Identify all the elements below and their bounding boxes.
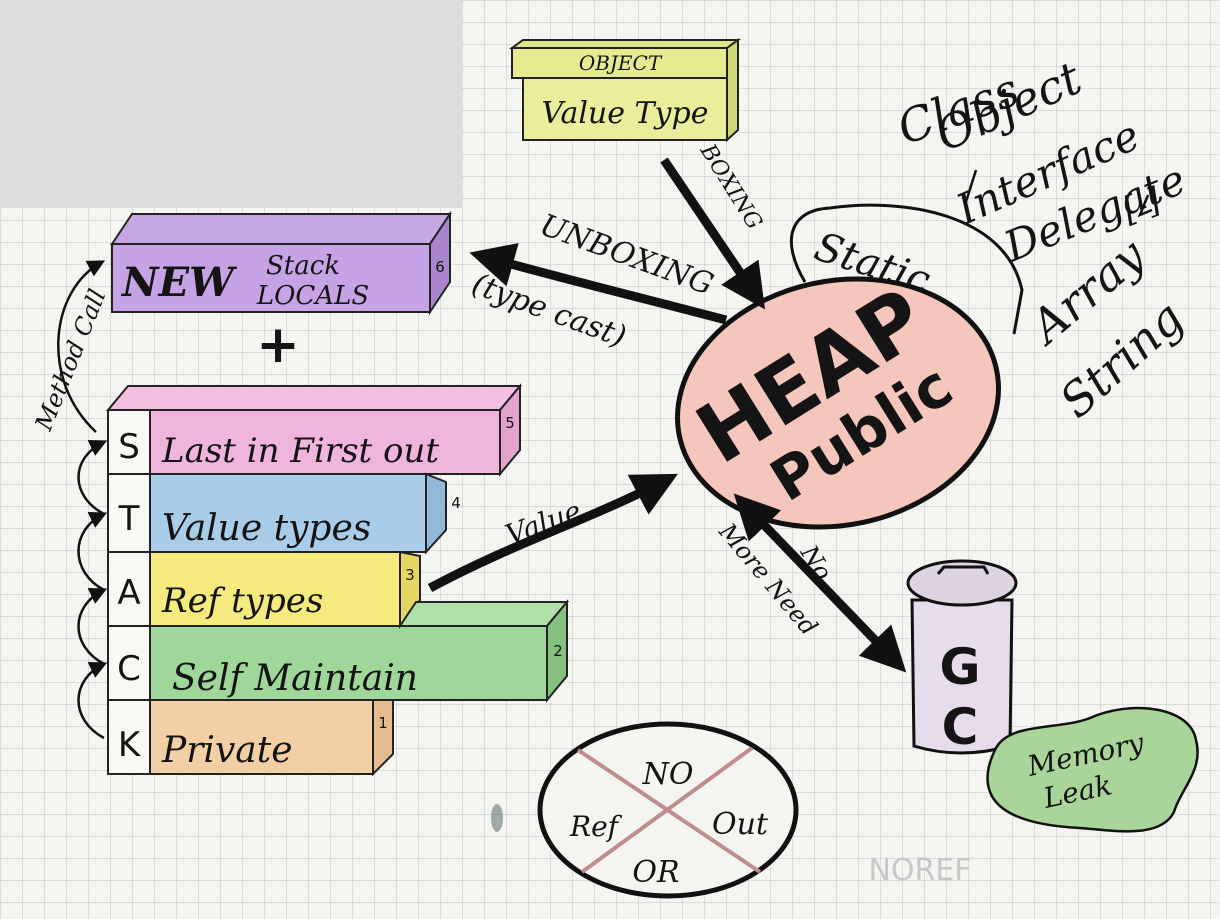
value-type-label: Value Type <box>542 96 709 131</box>
stack-row-text-2: Value types <box>162 508 371 549</box>
stack-letter-t: T <box>118 499 140 539</box>
stack-row-text-3: Ref types <box>161 581 323 621</box>
unboxing-arrow: UNBOXING (type cast) <box>467 208 728 355</box>
stack-row-number-4: 2 <box>553 642 563 660</box>
gc-bin: G C <box>906 559 1018 756</box>
stack-letter-s: S <box>118 427 140 467</box>
new-label: NEW <box>120 259 238 306</box>
stack-letter-a: A <box>117 573 140 613</box>
more-need-label: More Need <box>713 517 823 641</box>
blank-corner <box>0 0 462 208</box>
locals-label: LOCALS <box>256 281 369 311</box>
no-circle-bottom: OR <box>632 855 679 890</box>
memory-leak-blob: Memory Leak <box>986 706 1199 833</box>
stack-row-fill-3 <box>149 551 401 627</box>
stack-row-number-3: 3 <box>405 566 415 584</box>
stack-letter-c: C <box>117 649 141 689</box>
interface-arrow <box>963 169 978 206</box>
new-stack-box: NEW Stack LOCALS 6 <box>110 210 452 316</box>
stack-row-text-5: Private <box>161 730 293 771</box>
stack-row-text-1: Last in First out <box>161 431 439 471</box>
new-stack-number: 6 <box>435 258 445 276</box>
stack-row-number-2: 4 <box>451 494 461 512</box>
no-label: No <box>794 539 837 585</box>
stack-row-fill-5 <box>149 699 374 775</box>
heap-node: HEAP Public <box>675 271 1001 530</box>
stack-row-text-4: Self Maintain <box>172 658 418 699</box>
value-label: Value <box>501 494 585 552</box>
stack-row-number-5: 1 <box>378 714 388 732</box>
no-circle-left: Ref <box>569 810 623 843</box>
stack-row-fill-4 <box>149 625 548 701</box>
object-lid-label: OBJECT <box>579 51 663 75</box>
no-circle-top: NO <box>642 757 694 792</box>
delegate-tick <box>1137 194 1153 218</box>
stack-letter-k: K <box>118 725 142 765</box>
gc-letter-g: G <box>939 638 980 696</box>
method-call-link: Method Call <box>29 260 112 435</box>
plus-sign: + <box>256 315 300 375</box>
stack-label: Stack <box>266 251 340 281</box>
no-ref-out-circle: NO Ref Out OR <box>537 721 799 899</box>
no-circle-right: Out <box>712 807 769 842</box>
stack-block: S T A C K Last in First out Value types … <box>105 383 570 777</box>
ink-smudge <box>491 804 503 832</box>
faint-note: NOREF <box>868 853 971 888</box>
object-box: OBJECT Value Type <box>508 38 742 143</box>
method-call-label: Method Call <box>29 285 111 435</box>
value-arrow: Value <box>427 473 678 592</box>
unboxing-label: UNBOXING <box>535 208 718 303</box>
typecast-label: (type cast) <box>467 267 630 355</box>
stack-call-chain <box>77 440 108 740</box>
gc-letter-c: C <box>942 698 979 756</box>
bin-lid-handle <box>936 565 990 575</box>
stack-row-number-1: 5 <box>505 414 515 432</box>
